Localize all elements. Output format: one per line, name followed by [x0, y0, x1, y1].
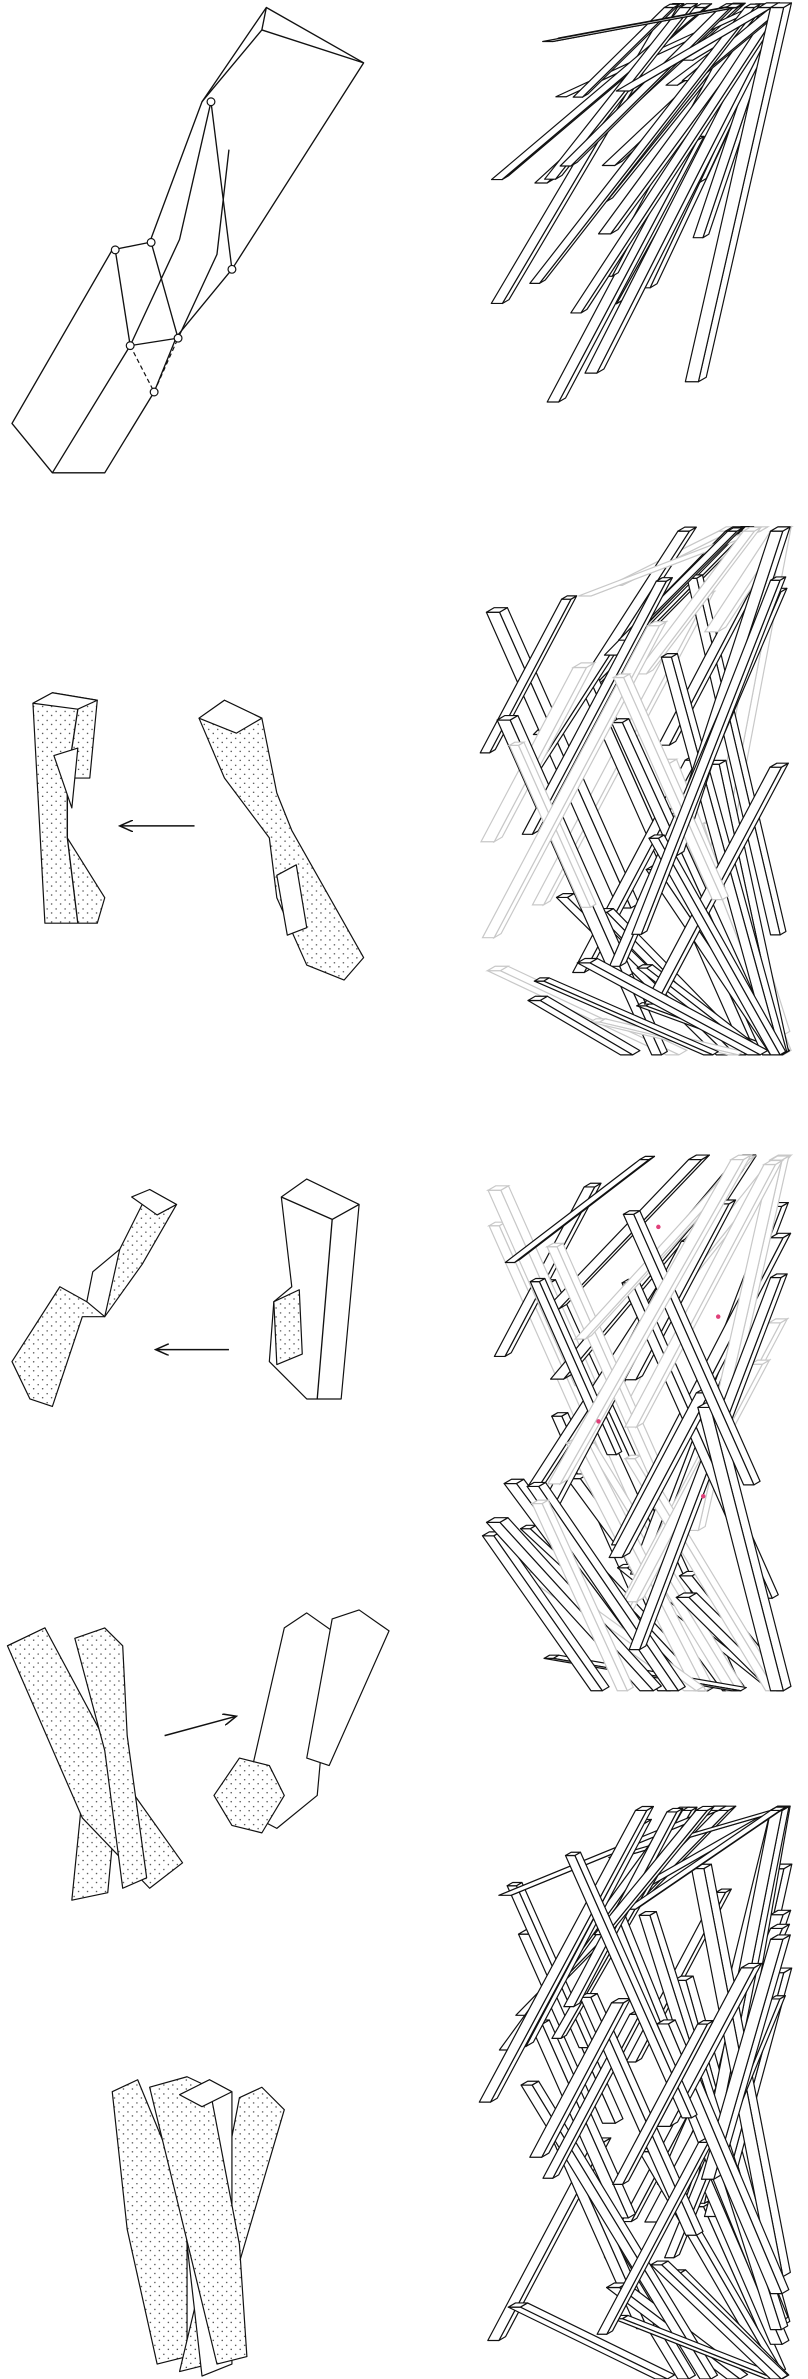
lattice-assembly-panels	[478, 2, 794, 2379]
beam-top-face	[198, 699, 263, 734]
ghost-beam	[546, 1153, 754, 1486]
lattice-panel-4	[478, 1805, 793, 2379]
joint-marker	[715, 1314, 721, 1319]
lattice-beam	[684, 2, 793, 383]
joint-marker	[596, 1419, 601, 1424]
joint-marker	[656, 1224, 661, 1230]
lattice-beam	[564, 1851, 698, 2119]
lattice-beam	[520, 2080, 719, 2379]
stippled-notch	[273, 1289, 303, 1366]
ghost-beam	[611, 673, 730, 901]
joint-assembled-panel	[111, 2076, 285, 2377]
notch-face	[86, 1248, 121, 1318]
notch-face	[53, 747, 79, 809]
lattice-beam	[650, 2260, 789, 2379]
lattice-beam	[700, 1934, 791, 2180]
stippled-beam	[149, 2076, 248, 2365]
prism-edge	[210, 101, 233, 270]
beam-top-face	[131, 1188, 178, 1216]
twisted-prism-outline	[11, 6, 365, 474]
joint-step-2-panel	[11, 1178, 360, 1408]
joint-step-3-panel	[6, 1609, 390, 1901]
lattice-panel-1	[490, 2, 793, 403]
prism-edge	[51, 101, 212, 474]
lattice-beam	[576, 957, 769, 1056]
prism-edge	[150, 242, 179, 339]
lattice-beam	[612, 2020, 714, 2185]
stippled-beam	[32, 692, 106, 924]
stippled-beam	[74, 1627, 148, 1889]
lattice-beam	[579, 1992, 704, 2236]
notch-face	[276, 864, 308, 936]
lattice-beam	[697, 1402, 792, 1692]
lattice-beam	[533, 977, 719, 1056]
lattice-beam	[625, 1806, 787, 1910]
stippled-beam	[213, 1757, 285, 1834]
beam-edge	[66, 709, 79, 924]
beam-edge	[316, 1219, 333, 1400]
lattice-beam	[529, 3, 761, 285]
arrow-right-icon	[164, 1716, 237, 1737]
joint-step-1-panel	[32, 692, 365, 981]
ghost-beam	[529, 1499, 635, 1692]
lattice-beam	[481, 1531, 610, 1692]
ghost-beam	[634, 526, 764, 675]
joint-nodes	[110, 97, 237, 397]
lattice-beam	[521, 577, 673, 835]
ghost-beam	[624, 1158, 785, 1429]
stippled-beam	[198, 699, 365, 981]
lattice-beam	[631, 576, 787, 935]
lattice-beam	[527, 995, 641, 1056]
beam-top-face	[178, 2079, 233, 2108]
lattice-beam	[479, 595, 578, 754]
lattice-beam	[542, 3, 743, 43]
lattice-panel-2	[479, 525, 794, 1056]
lattice-panel-3	[481, 1153, 794, 1692]
beam	[306, 1609, 390, 1767]
prism-edge	[177, 149, 230, 339]
joint-marker	[701, 1493, 706, 1499]
hidden-edge	[129, 337, 179, 394]
lattice-beam	[572, 3, 680, 98]
lattice-beam	[529, 1998, 632, 2158]
lattice-beam	[504, 1155, 656, 1264]
lattice-beam	[507, 2302, 676, 2379]
prism-edge	[261, 29, 364, 64]
joint-wireframe-panel	[11, 6, 365, 474]
lattice-beam	[648, 834, 787, 1056]
beam-top-face	[32, 692, 98, 710]
